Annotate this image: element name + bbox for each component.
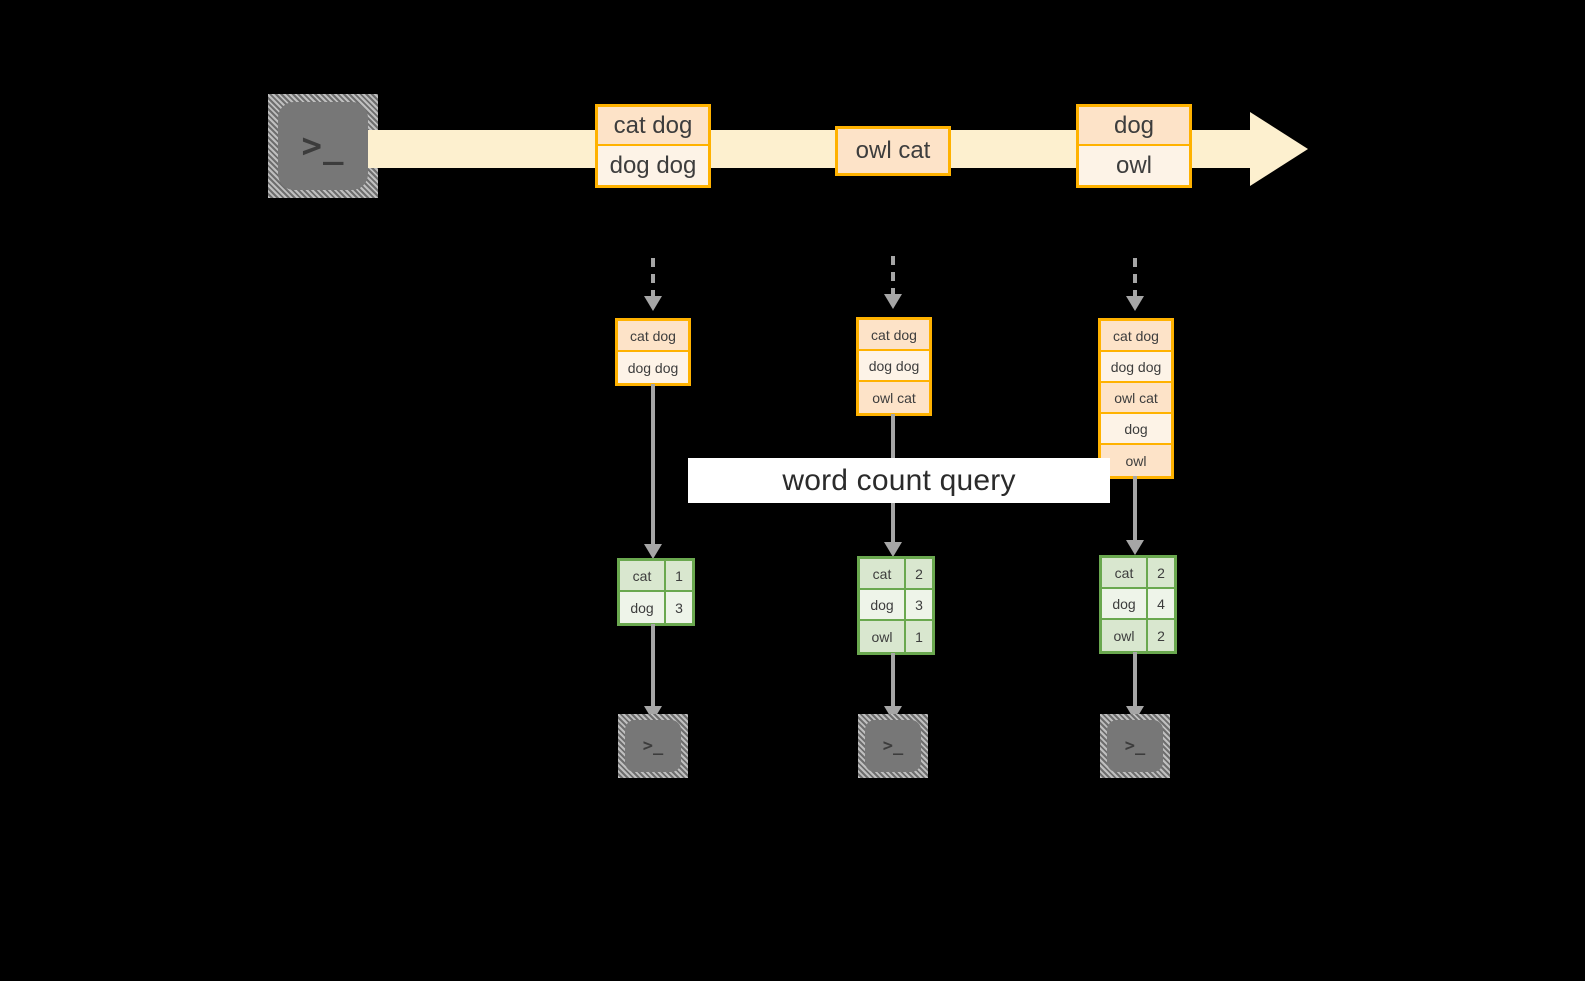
stream-message-line: dog (1079, 107, 1189, 146)
stream-message-line: cat dog (598, 107, 708, 146)
snapshot-column-3: cat dog dog dog owl cat dog owl (1098, 318, 1174, 479)
snapshot-row: dog dog (859, 351, 929, 382)
terminal-screen: >_ (278, 102, 368, 190)
snapshot-column-1: cat dog dog dog (615, 318, 691, 386)
terminal-prompt-glyph: >_ (642, 735, 664, 756)
result-row: cat 2 (860, 559, 932, 590)
result-row: dog 3 (620, 592, 692, 623)
stream-arrowhead (1250, 112, 1308, 186)
terminal-prompt-glyph: >_ (301, 126, 345, 166)
result-row: cat 1 (620, 561, 692, 592)
sink-terminal-column-1: >_ (618, 714, 688, 778)
result-count: 4 (1148, 589, 1174, 618)
snapshot-row: dog dog (1101, 352, 1171, 383)
result-count: 1 (906, 621, 932, 652)
result-word: owl (860, 621, 906, 652)
snapshot-row: cat dog (1101, 321, 1171, 352)
stream-message-3: dog owl (1076, 104, 1192, 188)
snapshot-row: owl cat (859, 382, 929, 413)
terminal-screen: >_ (1107, 720, 1163, 772)
result-word: dog (620, 592, 666, 623)
result-row: dog 4 (1102, 589, 1174, 620)
result-word: dog (1102, 589, 1148, 618)
result-table-column-3: cat 2 dog 4 owl 2 (1099, 555, 1177, 654)
terminal-prompt-glyph: >_ (1124, 735, 1146, 756)
snapshot-row: owl (1101, 445, 1171, 476)
result-word: cat (860, 559, 906, 588)
query-label-banner: word count query (688, 458, 1110, 503)
result-table-column-2: cat 2 dog 3 owl 1 (857, 556, 935, 655)
snapshot-row: dog dog (618, 352, 688, 383)
stream-message-line: dog dog (598, 146, 708, 185)
result-word: cat (1102, 558, 1148, 587)
snapshot-row: cat dog (618, 321, 688, 352)
terminal-prompt-glyph: >_ (882, 735, 904, 756)
terminal-screen: >_ (865, 720, 921, 772)
result-row: cat 2 (1102, 558, 1174, 589)
result-word: dog (860, 590, 906, 619)
result-count: 2 (1148, 620, 1174, 651)
stream-message-line: owl cat (838, 129, 948, 173)
result-row: owl 2 (1102, 620, 1174, 651)
sink-terminal-column-2: >_ (858, 714, 928, 778)
snapshot-row: owl cat (1101, 383, 1171, 414)
snapshot-column-2: cat dog dog dog owl cat (856, 317, 932, 416)
result-count: 1 (666, 561, 692, 590)
query-label-text: word count query (782, 463, 1016, 497)
snapshot-row: dog (1101, 414, 1171, 445)
result-count: 2 (906, 559, 932, 588)
result-row: owl 1 (860, 621, 932, 652)
result-count: 2 (1148, 558, 1174, 587)
stream-message-1: cat dog dog dog (595, 104, 711, 188)
stream-message-line: owl (1079, 146, 1189, 185)
sink-terminal-column-3: >_ (1100, 714, 1170, 778)
snapshot-row: cat dog (859, 320, 929, 351)
stream-message-2: owl cat (835, 126, 951, 176)
result-count: 3 (906, 590, 932, 619)
result-word: cat (620, 561, 666, 590)
result-count: 3 (666, 592, 692, 623)
result-table-column-1: cat 1 dog 3 (617, 558, 695, 626)
source-terminal-icon: >_ (268, 94, 378, 198)
result-word: owl (1102, 620, 1148, 651)
result-row: dog 3 (860, 590, 932, 621)
terminal-screen: >_ (625, 720, 681, 772)
